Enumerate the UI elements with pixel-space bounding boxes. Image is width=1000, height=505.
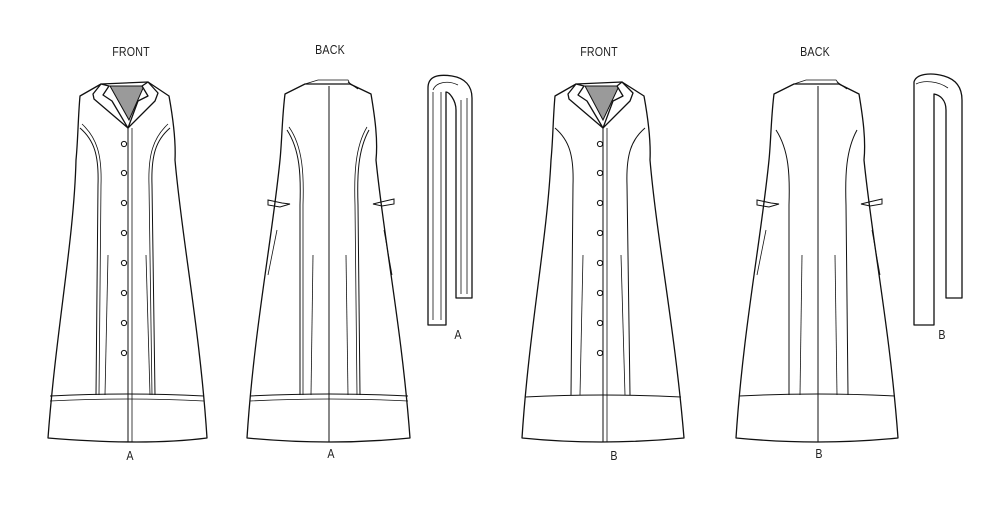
dress-b-back-left-princess-seam bbox=[775, 129, 790, 395]
dress-a-front-left-lapel bbox=[92, 83, 129, 129]
dress-b-front-buttons bbox=[596, 140, 604, 357]
dress-b-back-hem-band-seam bbox=[738, 393, 896, 397]
dress-a-front-buttons bbox=[120, 140, 128, 357]
belt-a-fold-line bbox=[432, 81, 459, 91]
button bbox=[120, 199, 128, 207]
dress-a-back-left-belt-loop bbox=[267, 199, 291, 208]
variant-label-belt-a: A bbox=[454, 327, 462, 342]
belt-b-outer bbox=[913, 73, 963, 326]
dress-a-back-left-princess-topstitch bbox=[288, 126, 304, 395]
dress-a-back-hem-band-topstitch bbox=[249, 398, 409, 402]
dress-a-front-left-princess-seam bbox=[79, 127, 99, 396]
belt-a bbox=[427, 74, 473, 326]
dress-a-back-right-side-fold bbox=[383, 229, 393, 276]
button bbox=[120, 140, 128, 148]
dress-a-back-right-princess-seam bbox=[357, 129, 370, 396]
view-label-front-a: FRONT bbox=[112, 44, 150, 59]
dress-a-front-right-fold bbox=[145, 254, 151, 396]
dress-b-front-right-princess-seam bbox=[626, 127, 646, 396]
dress-a-back-right-fold bbox=[345, 254, 349, 396]
dress-b-front-right-fold bbox=[620, 254, 626, 396]
dress-a-back-left-side-fold bbox=[267, 229, 278, 276]
dress-b-back-right-princess-seam bbox=[845, 129, 858, 396]
dress-a-front-left-fold bbox=[104, 254, 109, 396]
button bbox=[596, 259, 604, 267]
dress-b-back-right-side-fold bbox=[871, 229, 881, 276]
variant-label-back-b: B bbox=[815, 446, 823, 461]
dress-a-front-left-princess-topstitch bbox=[81, 123, 102, 396]
variant-label-front-a: A bbox=[126, 448, 134, 463]
view-label-back-b: BACK bbox=[800, 44, 830, 59]
button bbox=[120, 169, 128, 177]
dress-a-front-neck-lining bbox=[109, 85, 145, 122]
button bbox=[596, 199, 604, 207]
dress-b-back-right-belt-loop bbox=[860, 198, 883, 207]
dress-b-back bbox=[735, 79, 899, 443]
dress-b-front-right-lapel bbox=[602, 81, 634, 129]
dress-b-back-left-side-fold bbox=[756, 229, 767, 276]
button bbox=[596, 349, 604, 357]
dress-b-back-right-fold bbox=[834, 254, 838, 396]
belt-a-outer bbox=[427, 74, 473, 326]
button bbox=[596, 289, 604, 297]
button bbox=[596, 319, 604, 327]
dress-b-back-collar-notch bbox=[836, 81, 848, 90]
button bbox=[120, 319, 128, 327]
button bbox=[596, 140, 604, 148]
dress-a-front-right-princess-topstitch bbox=[148, 123, 169, 396]
variant-label-back-a: A bbox=[327, 446, 335, 461]
belt-b-fold-line bbox=[915, 81, 949, 89]
dress-a-back-left-fold bbox=[310, 254, 314, 396]
dress-a-back-right-belt-loop bbox=[372, 198, 395, 207]
variant-label-belt-b: B bbox=[938, 327, 946, 342]
button bbox=[120, 289, 128, 297]
button bbox=[120, 229, 128, 237]
dress-b-back-left-fold bbox=[799, 254, 803, 396]
belt-b bbox=[913, 73, 963, 326]
button bbox=[596, 229, 604, 237]
dress-b-front-left-princess-seam bbox=[554, 127, 574, 396]
dress-a-front-hem-band-seam bbox=[49, 393, 205, 397]
button bbox=[596, 169, 604, 177]
dress-a-back-collar-notch bbox=[347, 81, 359, 90]
dress-b-back-left-belt-loop bbox=[756, 199, 780, 208]
dress-a-back-right-princess-topstitch bbox=[354, 126, 368, 396]
dress-a-back bbox=[246, 79, 411, 443]
button bbox=[120, 349, 128, 357]
dress-a-front-right-lapel bbox=[127, 81, 159, 129]
variant-label-front-b: B bbox=[610, 448, 618, 463]
dress-b-back-outline bbox=[735, 83, 899, 443]
dress-a-front-hem-band-topstitch bbox=[49, 398, 205, 402]
dress-b-front-neck-lining bbox=[584, 85, 620, 122]
button bbox=[120, 259, 128, 267]
dress-b-front-left-fold bbox=[579, 254, 584, 396]
view-label-front-b: FRONT bbox=[580, 44, 618, 59]
dress-b-front-left-lapel bbox=[567, 83, 604, 129]
dress-b-front-hem-band-seam bbox=[524, 394, 682, 398]
dress-b-front bbox=[521, 81, 685, 443]
view-label-back-a: BACK bbox=[315, 42, 345, 57]
dress-a-front-right-princess-seam bbox=[151, 127, 171, 396]
dress-a-back-left-princess-seam bbox=[286, 129, 301, 395]
dress-a-front bbox=[47, 81, 208, 443]
dress-a-back-collar-edge bbox=[304, 79, 351, 85]
dress-a-back-hem-band-seam bbox=[249, 393, 409, 397]
